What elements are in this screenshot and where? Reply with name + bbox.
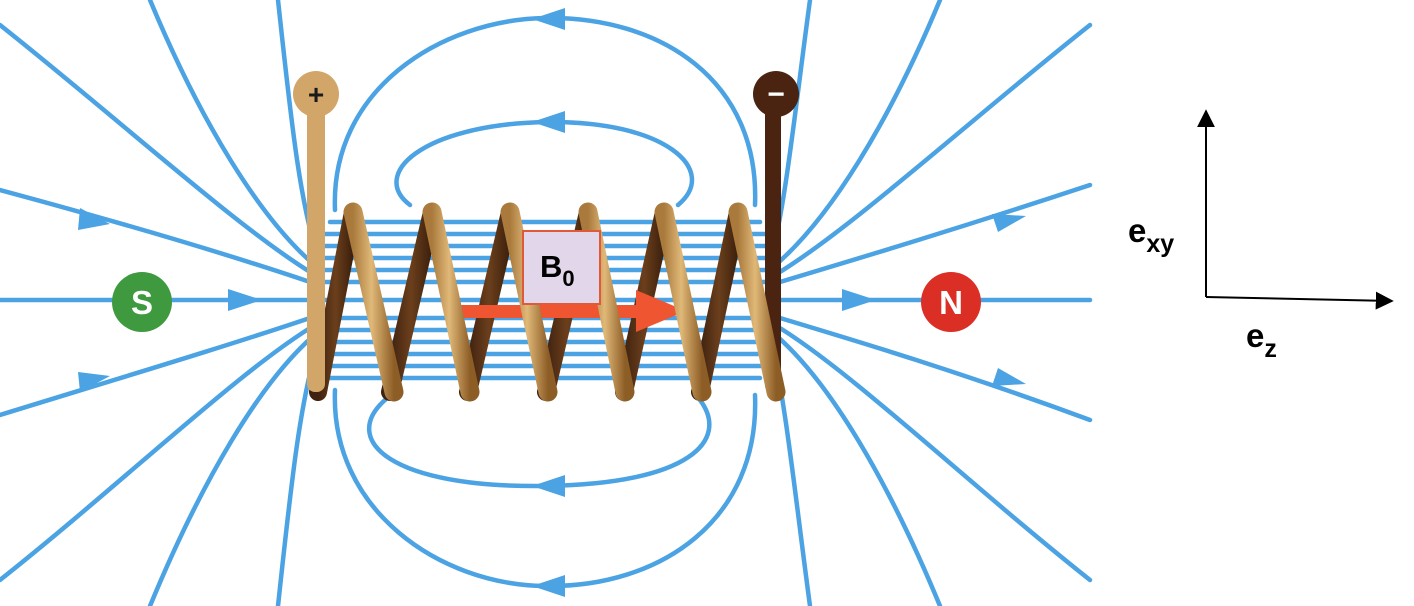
chevron-icon [842,289,876,311]
chevron-icon [532,111,565,133]
axis-horizontal-label: ez [1246,317,1277,363]
chevron-icon [992,214,1026,232]
axis-horizontal-base: e [1246,317,1264,354]
b0-label-sub: 0 [562,266,574,291]
north-pole: N [921,272,981,332]
b0-label-box [522,230,601,305]
south-pole-badge [112,272,172,332]
positive-sign: + [308,79,324,110]
positive-cap [293,71,339,117]
axis-vertical-label: exy [1128,212,1174,258]
field-line-4 [0,322,318,583]
south-pole-letter: S [131,284,153,321]
negative-cap [753,71,799,117]
axis-horizontal-sub: z [1264,335,1277,363]
axis-vertical-sub: xy [1146,230,1174,258]
south-pole: S [112,272,172,332]
field-line-5 [147,0,321,271]
north-pole-letter: N [939,284,963,321]
b0-label-text: B0 [540,249,575,291]
axis-horizontal [1205,291,1394,310]
loop-top-inner [394,119,695,208]
b0-label: B0 [522,230,601,305]
chevron-icon [532,575,565,597]
chevron-icon [532,475,565,497]
coordinate-axes [1197,109,1394,310]
axis-vertical-base: e [1128,212,1146,249]
chevron-icon [992,368,1026,386]
field-line-6 [147,329,321,606]
north-pole-badge [921,272,981,332]
field-line-3 [0,22,318,278]
b0-arrow-head [636,290,686,332]
field-direction-arrows [78,8,1026,597]
loop-bottom-inner [366,397,712,489]
b0-arrow-shaft [458,305,648,318]
chevron-icon [228,289,262,311]
field-line-9 [769,0,943,271]
chevron-icon [78,208,110,230]
chevron-icon [78,372,110,392]
negative-sign: − [767,78,785,111]
positive-terminal: + [293,71,339,392]
field-line-10 [769,329,943,606]
field-line-7 [772,22,1093,278]
positive-lead [307,100,325,392]
chevron-icon [532,8,565,30]
b0-label-base: B [540,249,562,284]
field-line-8 [772,322,1093,583]
coil-front-turns [343,202,786,402]
